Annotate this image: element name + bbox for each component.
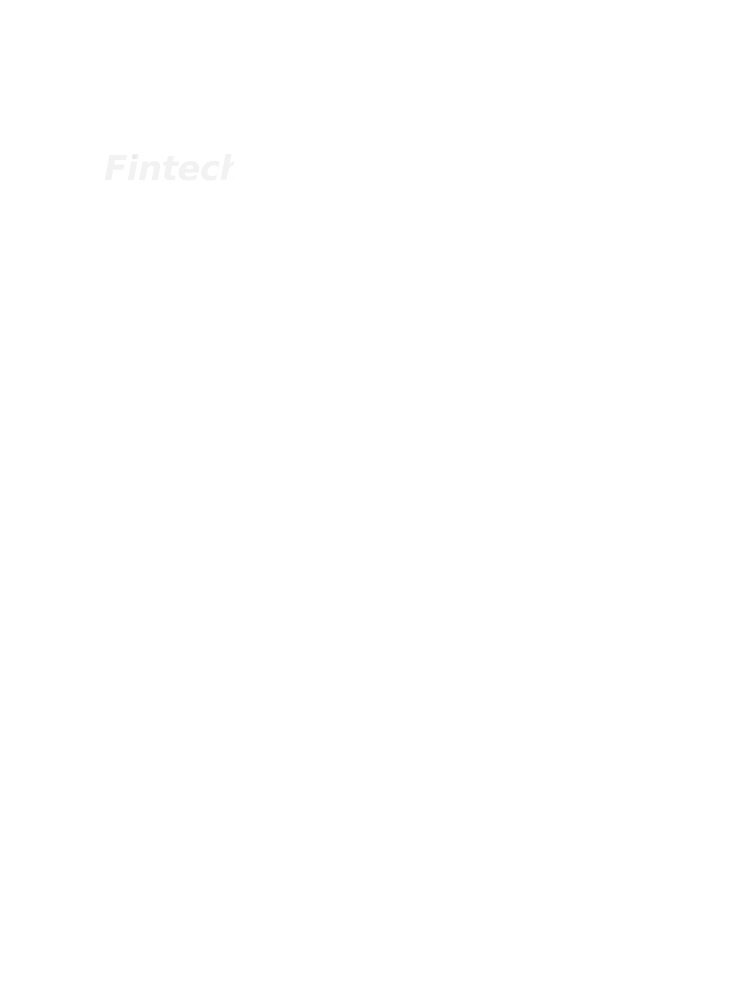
brand-logo-dot xyxy=(131,154,137,160)
brand-logo: Fintech xyxy=(104,146,234,190)
brand-name: Fintech xyxy=(104,149,234,189)
brand-logo-mark: Fintech xyxy=(104,149,234,189)
